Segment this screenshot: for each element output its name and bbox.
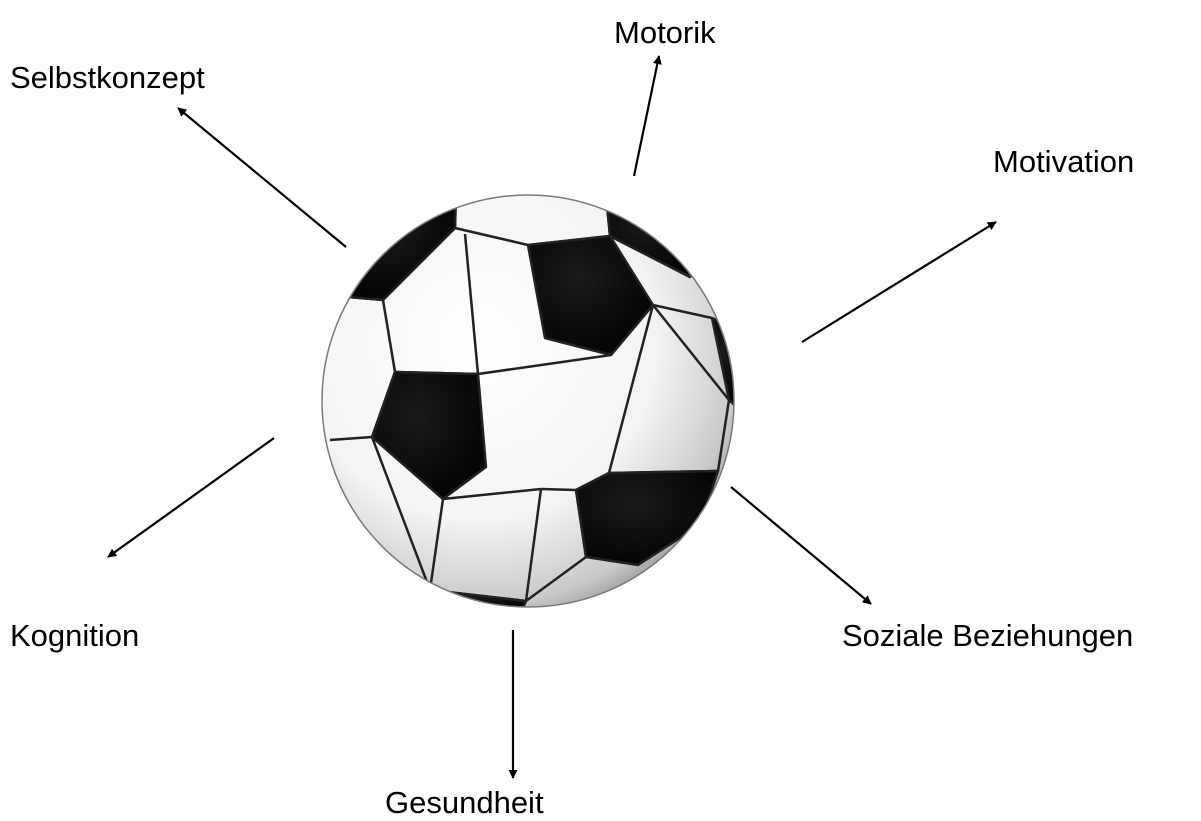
soccer-ball-icon <box>322 190 740 615</box>
arrow-motivation <box>802 222 996 342</box>
label-gesundheit: Gesundheit <box>385 785 544 821</box>
label-selbstkonzept: Selbstkonzept <box>10 60 205 96</box>
label-kognition: Kognition <box>10 618 139 654</box>
label-motivation: Motivation <box>993 144 1134 180</box>
label-motorik: Motorik <box>614 15 716 51</box>
label-soziale-beziehungen: Soziale Beziehungen <box>842 618 1133 654</box>
arrow-soziale-beziehungen <box>731 487 871 604</box>
arrow-motorik <box>634 56 659 176</box>
arrow-selbstkonzept <box>178 108 346 247</box>
arrow-kognition <box>108 438 274 557</box>
